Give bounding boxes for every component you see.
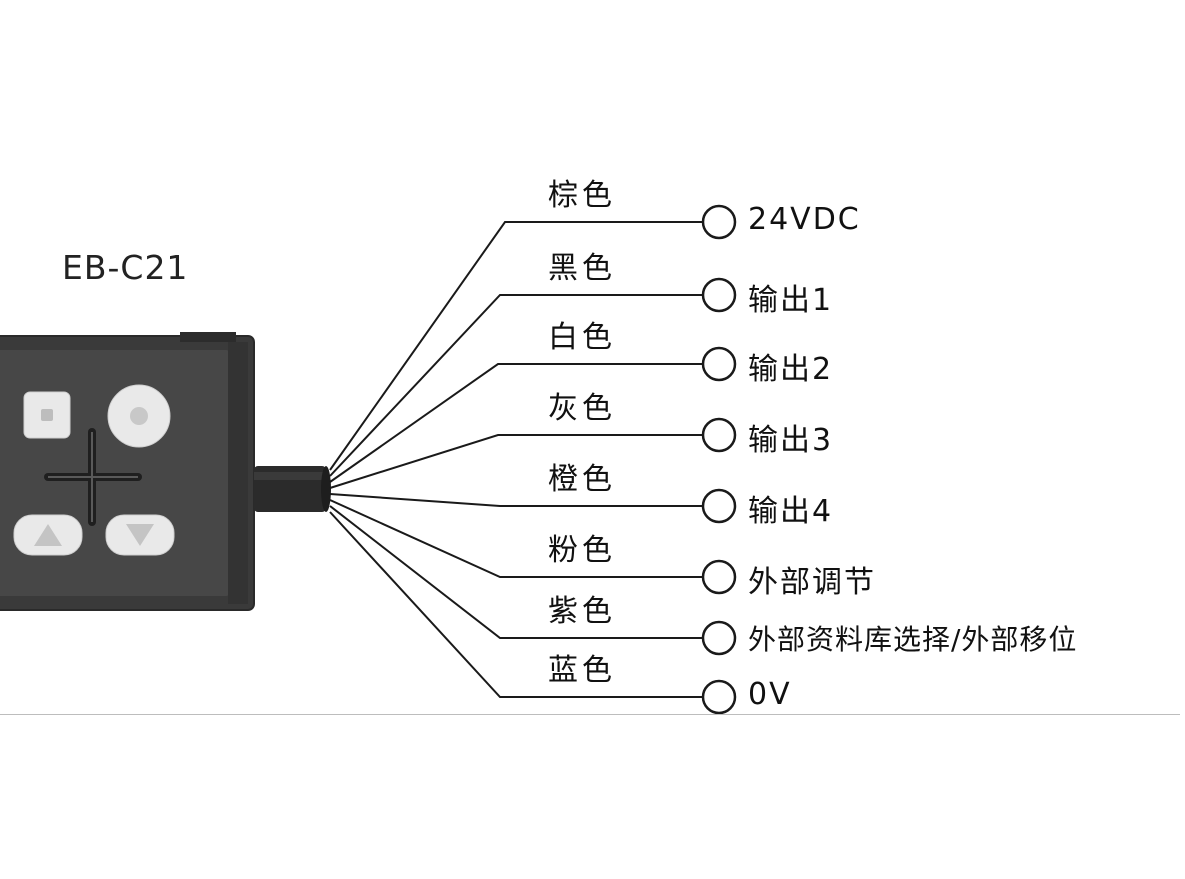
wire-line xyxy=(329,294,703,477)
wire-line xyxy=(329,505,703,639)
device-body xyxy=(0,332,255,611)
terminal-label: 外部调节 xyxy=(748,565,876,600)
wire-color-label: 蓝色 xyxy=(548,653,616,688)
terminal-circle-icon xyxy=(701,488,737,524)
circle-button-icon[interactable] xyxy=(107,384,171,448)
wire-line xyxy=(329,221,703,471)
terminal-circle-icon xyxy=(701,417,737,453)
square-button-icon[interactable] xyxy=(23,391,71,439)
wire-color-label: 棕色 xyxy=(548,178,616,213)
terminal-label: 外部资料库选择/外部移位 xyxy=(748,623,1078,656)
terminal-label: 输出3 xyxy=(748,423,834,458)
terminal-circle-icon xyxy=(701,204,737,240)
divider-line xyxy=(0,714,1180,715)
wire-line xyxy=(329,499,703,578)
terminal-circle-icon xyxy=(701,559,737,595)
terminal-label: 0V xyxy=(748,677,792,712)
down-arrow-button-icon[interactable] xyxy=(105,514,175,556)
wire-line xyxy=(329,511,703,698)
terminal-label: 输出2 xyxy=(748,352,834,387)
wire-color-label: 白色 xyxy=(548,320,616,355)
terminal-circle-icon xyxy=(701,679,737,715)
up-arrow-button-icon[interactable] xyxy=(13,514,83,556)
terminal-label: 输出4 xyxy=(748,494,834,529)
wire-line xyxy=(329,434,703,489)
wire-color-label: 紫色 xyxy=(548,594,616,629)
wire-color-label: 粉色 xyxy=(548,533,616,568)
terminal-circle-icon xyxy=(701,277,737,313)
wire-color-label: 灰色 xyxy=(548,391,616,426)
wire-color-label: 黑色 xyxy=(548,251,616,286)
cable xyxy=(254,466,331,512)
wire-color-label: 橙色 xyxy=(548,462,616,497)
wire-layer xyxy=(329,204,737,715)
cross-pad-icon xyxy=(44,428,142,526)
terminal-circle-icon xyxy=(701,346,737,382)
wire-line xyxy=(329,363,703,483)
model-label: EB-C21 xyxy=(62,248,189,287)
terminal-label: 24VDC xyxy=(748,202,861,237)
terminal-circle-icon xyxy=(701,620,737,656)
wire-line xyxy=(329,493,703,507)
terminal-label: 输出1 xyxy=(748,283,834,318)
